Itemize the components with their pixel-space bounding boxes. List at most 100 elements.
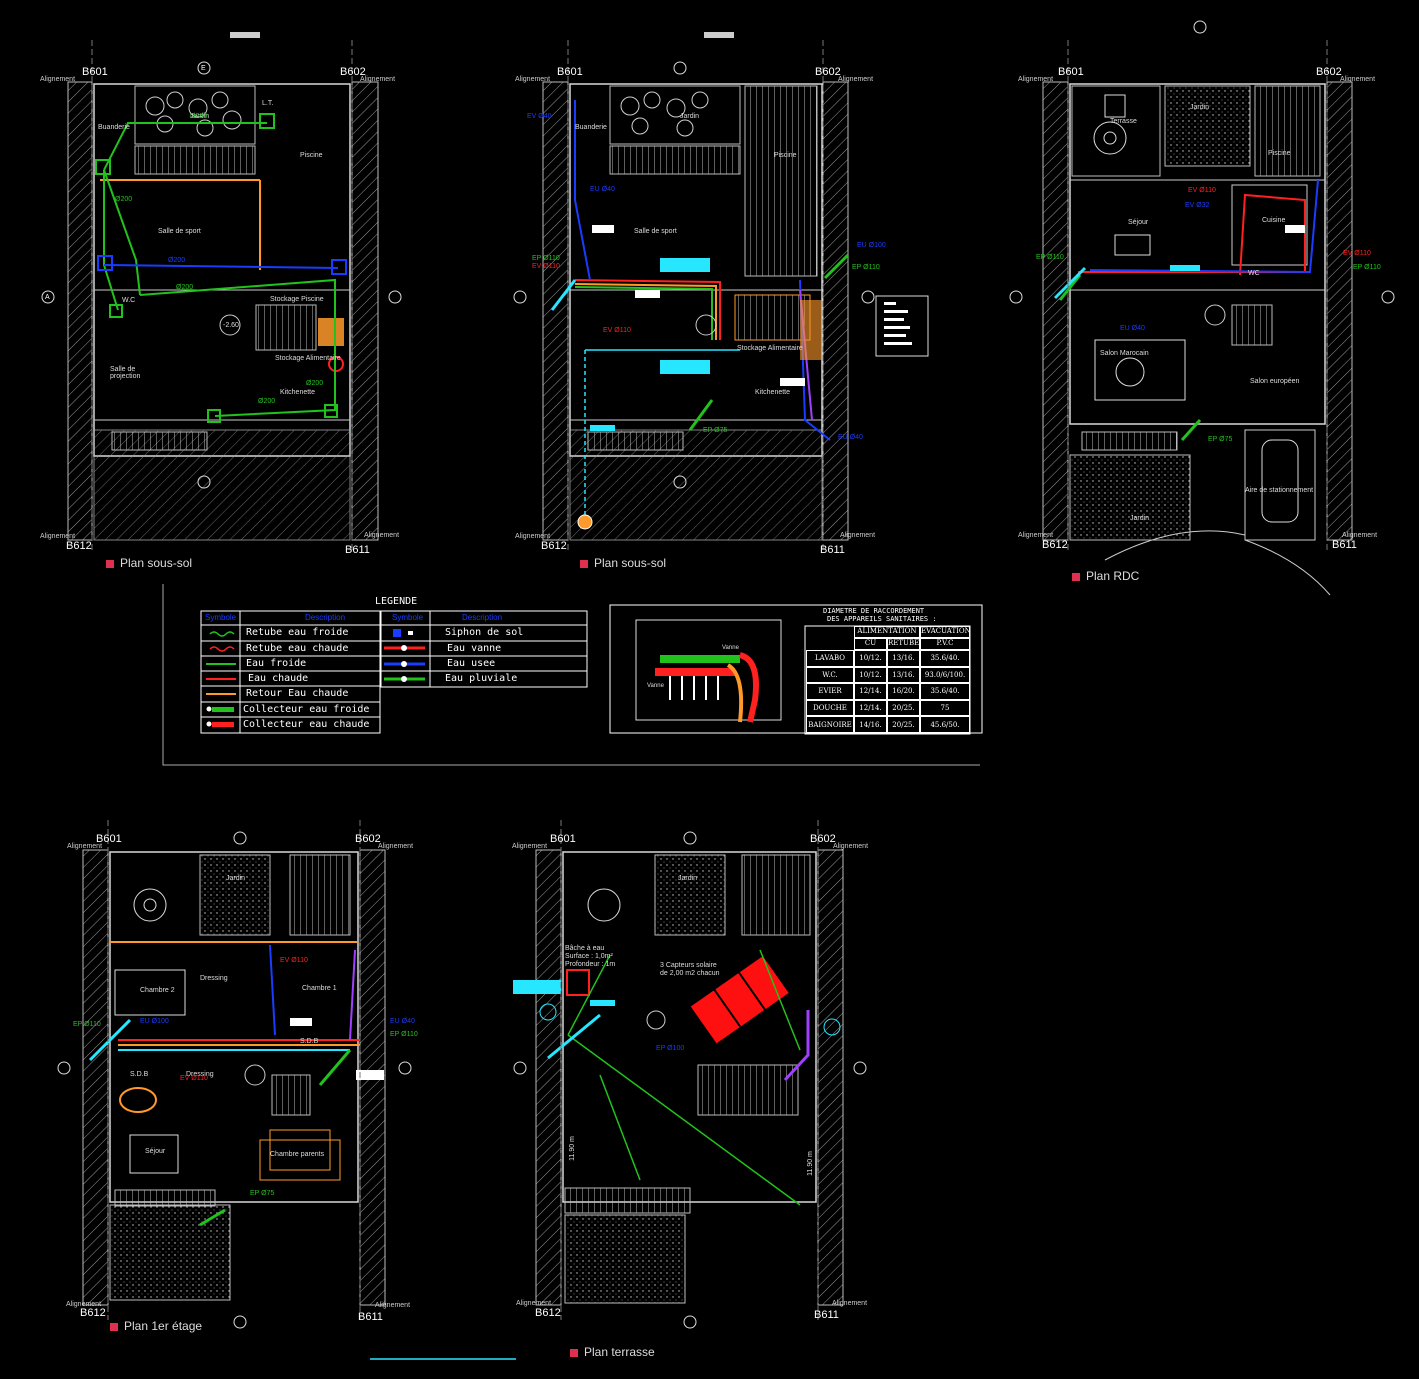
plan-title: Plan terrasse — [570, 1346, 655, 1358]
drain-line — [269, 944, 276, 1036]
pvc-value: 35.6/40. — [920, 683, 970, 700]
orange-equipment — [318, 318, 344, 346]
bathtub — [119, 1087, 157, 1113]
water-tank — [566, 969, 590, 996]
pipe-table-rows — [884, 302, 912, 345]
plan-terrasse — [370, 820, 867, 1360]
room-label: W.C — [122, 297, 136, 304]
cu-value: 12/14. — [854, 699, 887, 717]
tag-box — [1285, 225, 1305, 233]
slope-line — [759, 949, 801, 1051]
alignment-label: Alignement — [67, 843, 103, 850]
retube-value: 13/16. — [887, 666, 920, 684]
pipe-annotation: EV Ø110 — [1343, 250, 1371, 257]
room-label: Jardin — [226, 875, 246, 882]
axis-b602: B602 — [1316, 66, 1342, 78]
room-label: Jardin — [190, 113, 210, 120]
alignment-label: Alignement — [838, 76, 874, 83]
appliance-name: LAVABO — [806, 650, 854, 667]
garden-strip — [134, 85, 256, 145]
pipe-annotation: EU Ø40 — [390, 1018, 415, 1025]
axis-b612: B612 — [541, 540, 567, 552]
cu-header: CU — [864, 639, 877, 647]
tile-band — [134, 145, 256, 175]
cu-value: 10/12. — [854, 650, 887, 667]
axis-b612: B612 — [80, 1307, 106, 1319]
plan-title: Plan 1er étage — [110, 1320, 202, 1332]
garden-bottom — [564, 1214, 686, 1304]
legend-item: Collecteur eau froide — [243, 704, 370, 715]
axis-b602: B602 — [355, 833, 381, 845]
cyan-label-box — [590, 1000, 615, 1006]
plan-title: Plan sous-sol — [106, 557, 192, 569]
dimension-label: 11.90 m — [806, 1151, 814, 1176]
level-marker — [695, 314, 717, 336]
stair-bottom — [111, 431, 208, 451]
alignment-label: Alignement — [840, 532, 876, 539]
rain-line — [349, 949, 356, 1041]
pipe-diameter: Ø200 — [168, 257, 186, 264]
room-label: Kitchenette — [280, 389, 316, 396]
legend-item: Eau chaude — [248, 673, 309, 684]
cu-value: 10/12. — [854, 666, 887, 684]
pipe-annotation: EP Ø110 — [390, 1031, 418, 1038]
dimension-label: 11.90 m — [568, 1136, 576, 1161]
stair — [271, 1074, 311, 1116]
axis-b601: B601 — [550, 833, 576, 845]
alignment-label: Alignement — [375, 1302, 411, 1309]
alignment-label: Alignement — [515, 533, 551, 540]
solar-label: 3 Capteurs solaire — [660, 962, 717, 969]
plan-1er-etage — [57, 820, 412, 1329]
vent-line — [547, 1013, 601, 1060]
garden-bottom — [109, 1204, 231, 1301]
car — [1261, 439, 1299, 523]
axis-e: E — [201, 65, 206, 72]
stair-bottom — [114, 1189, 216, 1207]
tank-label: Bâche à eau — [565, 945, 605, 952]
shrubs — [620, 91, 709, 137]
room-label: L.T. — [262, 100, 274, 107]
building-outline — [93, 83, 351, 457]
pvc-value: 75 — [920, 699, 970, 717]
legend-item: Retube eau froide — [246, 627, 349, 638]
cold-water-line — [574, 286, 713, 340]
stair — [734, 294, 811, 341]
table — [129, 1134, 179, 1174]
room-label: Jardin — [1130, 515, 1150, 522]
parking — [1244, 429, 1316, 541]
cu-value: 12/14. — [854, 683, 887, 700]
hatched-party-wall-left — [67, 81, 93, 541]
pipe-diameter: Ø200 — [115, 196, 133, 203]
room-label: Piscine — [774, 152, 797, 159]
garden-strip — [609, 85, 741, 145]
cyan-label-box — [660, 360, 710, 374]
cyan-label-box — [1170, 265, 1200, 271]
alignment-label: Alignement — [360, 76, 396, 83]
table-row: W.C.10/12.13/16.93.0/6/100. — [806, 666, 970, 684]
cyan-label-box — [513, 980, 561, 994]
cold-water-line — [139, 278, 336, 417]
hatched-party-wall-right — [351, 81, 379, 541]
cold-water-line — [88, 1018, 132, 1062]
stair-bottom — [564, 1187, 691, 1214]
room-label: S.D.B — [130, 1071, 149, 1078]
alignment-label: Alignement — [1342, 532, 1378, 539]
retube-value: 20/25. — [887, 699, 920, 717]
tank-depth: Profondeur : 1m — [565, 961, 616, 968]
room-label: Dressing — [200, 975, 228, 982]
vent-line — [1053, 266, 1087, 300]
pipe-annotation: EV Ø110 — [603, 327, 631, 334]
cyan-label-box — [590, 425, 615, 431]
legend-frame — [162, 584, 980, 766]
alignment-label: Alignement — [1018, 76, 1054, 83]
bed — [269, 1129, 331, 1171]
retube-value: 20/25. — [887, 716, 920, 733]
pipe-annotation: EP Ø110 — [532, 255, 560, 262]
pipe-diameter: Ø200 — [190, 113, 208, 120]
plan-title: Plan RDC — [1072, 570, 1139, 582]
axis-bubble — [197, 475, 211, 489]
orange-equipment — [800, 300, 822, 360]
pool — [1254, 85, 1321, 177]
pipe-annotation: EU Ø40 — [590, 186, 615, 193]
